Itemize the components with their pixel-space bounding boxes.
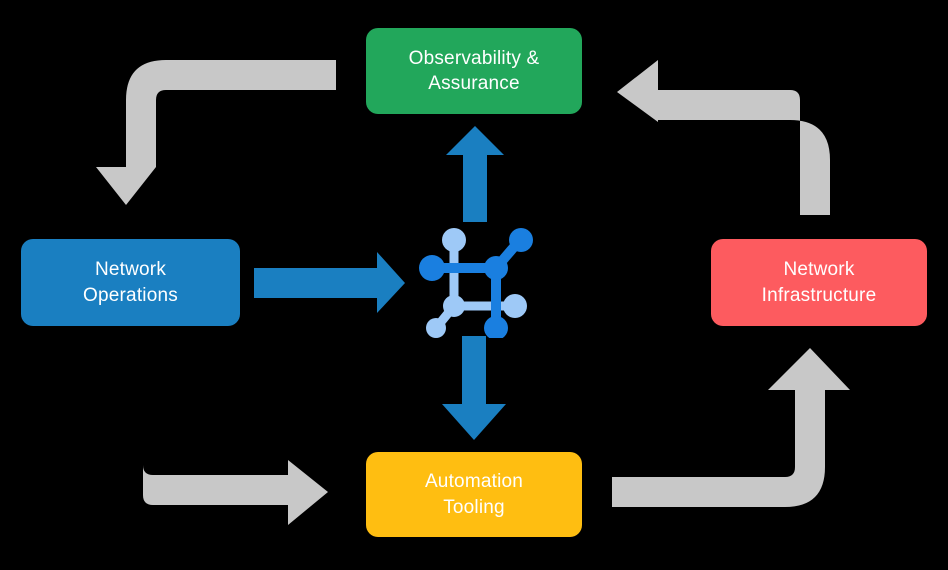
blue-arrow-center-to-observability <box>446 126 504 222</box>
node-box-network-operations[interactable]: Network Operations <box>21 239 240 326</box>
gray-arrow-observability-to-operations <box>96 60 336 205</box>
blue-arrow-operations-to-center <box>254 252 405 313</box>
node-box-observability[interactable]: Observability & Assurance <box>366 28 582 114</box>
network-topology-icon <box>419 228 533 338</box>
topology-primary-nodes <box>419 228 533 338</box>
node-box-automation-tooling[interactable]: Automation Tooling <box>366 452 582 537</box>
gray-arrow-automation-to-infrastructure <box>612 348 850 507</box>
node-box-network-infrastructure[interactable]: Network Infrastructure <box>711 239 927 326</box>
gray-arrow-operations-to-automation <box>113 355 328 525</box>
gray-arrow-infrastructure-to-observability <box>617 60 830 215</box>
topology-secondary-nodes <box>426 228 527 338</box>
blue-arrow-center-to-automation <box>442 336 506 440</box>
